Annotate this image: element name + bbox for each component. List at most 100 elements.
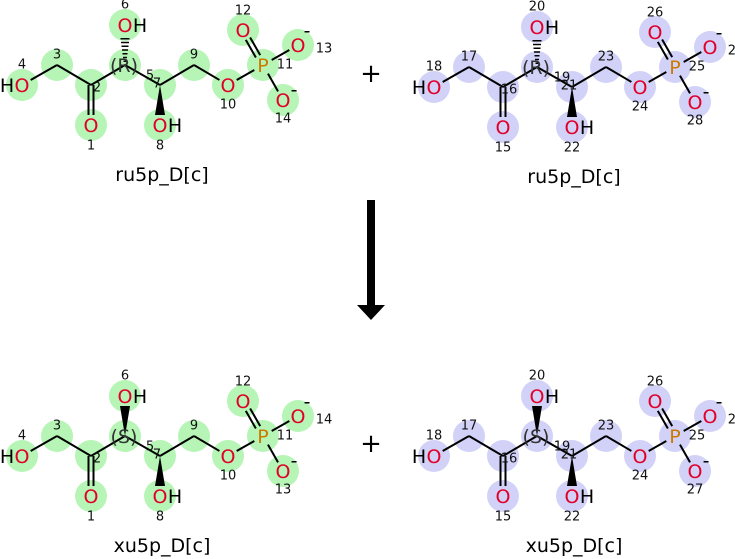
atom-highlight-circle	[487, 480, 519, 512]
oxygen-atom-label: O	[291, 35, 306, 57]
oxygen-atom-label: O	[276, 90, 291, 112]
atom-highlights	[418, 380, 726, 512]
oxygen-atom-label: O	[118, 386, 133, 408]
atom-number-label: 1	[87, 510, 95, 525]
reaction-arrow-shaft	[367, 200, 375, 306]
atom-number-label: 5	[146, 69, 154, 84]
double-bond-line	[656, 410, 669, 430]
atom-highlight-circle	[418, 71, 450, 103]
atom-number-label: 27	[728, 44, 735, 59]
bonds	[30, 406, 290, 486]
atom-number-label: 3	[53, 48, 61, 63]
single-bond-line	[536, 66, 573, 88]
atom-number-label: 20	[529, 369, 546, 384]
hydrogen-label: H	[412, 446, 426, 468]
bonds	[442, 38, 702, 117]
stereo-descriptor-label: (R)	[110, 55, 138, 77]
single-bond-line	[605, 66, 632, 83]
atom-highlight-circle	[624, 440, 656, 472]
atom-number-label: 17	[461, 50, 478, 65]
molecule-name-label: xu5p_D[c]	[526, 535, 623, 557]
atom-number-label: 10	[220, 469, 237, 484]
atom-number-label: 14	[275, 112, 292, 127]
oxygen-atom-label: O	[703, 37, 718, 59]
double-bond-line	[249, 407, 262, 427]
single-bond-line	[56, 435, 92, 457]
solid-wedge-bond	[567, 87, 577, 117]
atom-number-label: 15	[495, 141, 512, 156]
phosphorus-atom-label: P	[257, 55, 268, 77]
oxygen-atom-label: O	[427, 446, 442, 468]
single-bond-line	[267, 73, 279, 92]
oxygen-atom-label: O	[688, 461, 703, 483]
atom-highlight-circle	[144, 109, 176, 141]
single-bond-line	[571, 435, 607, 457]
atom-number-label: 1	[87, 139, 95, 154]
atom-number-label: 12	[235, 375, 252, 390]
bonds	[442, 406, 702, 486]
single-bond-line	[267, 444, 279, 463]
atom-number-label: 4	[18, 58, 26, 73]
atom-highlight-circle	[487, 111, 519, 143]
single-bond-line	[442, 435, 470, 452]
atom-number-label: 6	[121, 369, 129, 384]
hydrogen-label: H	[545, 17, 559, 39]
atom-number-label: 2	[93, 81, 101, 96]
atom-number-label: 16	[501, 452, 518, 467]
atom-number-label: 5	[146, 440, 154, 455]
reaction-arrow-head	[357, 305, 385, 320]
phosphorus-atom-label: P	[669, 426, 680, 448]
oxygen-atom-label: O	[236, 391, 251, 413]
single-bond-line	[159, 435, 195, 457]
atom-number-label: 27	[687, 483, 704, 498]
stereo-descriptor-label: (R)	[522, 57, 550, 79]
atom-highlight-circle	[6, 69, 38, 101]
atom-highlight-circle	[109, 9, 141, 41]
oxygen-atom-label: O	[221, 75, 236, 97]
hydrogen-label: H	[412, 77, 426, 99]
atom-number-label: 16	[501, 83, 518, 98]
double-bond-line	[661, 38, 674, 58]
oxygen-atom-label: O	[496, 117, 511, 139]
double-bond-line	[249, 36, 262, 56]
single-bond-line	[271, 420, 290, 432]
single-bond-line	[124, 64, 161, 86]
single-bond-line	[683, 51, 702, 63]
solid-wedge-bond	[567, 456, 577, 486]
single-bond-line	[442, 66, 470, 83]
atom-number-label: 24	[632, 100, 649, 115]
atom-number-label: 7	[153, 77, 161, 92]
single-bond-line	[679, 75, 691, 94]
atom-number-label: 18	[426, 429, 443, 444]
atom-highlight-circle	[521, 380, 553, 412]
atom-highlight-circle	[694, 400, 726, 432]
atom-number-label: 12	[235, 4, 252, 19]
solid-wedge-bond	[155, 456, 165, 486]
atom-highlight-circle	[694, 31, 726, 63]
atom-number-label: 25	[689, 60, 706, 75]
negative-charge-label: -	[291, 450, 298, 472]
oxygen-atom-label: O	[703, 406, 718, 428]
single-bond-line	[236, 440, 255, 452]
oxygen-atom-label: O	[633, 446, 648, 468]
solid-wedge-bond	[155, 85, 165, 115]
oxygen-atom-label: O	[427, 77, 442, 99]
single-bond-line	[468, 435, 504, 457]
single-bond-line	[502, 435, 538, 457]
double-bond-line	[661, 407, 674, 427]
atom-highlight-circle	[521, 11, 553, 43]
plus-sign: +	[360, 429, 382, 459]
atom-number-label: 18	[426, 60, 443, 75]
atom-number-label: 26	[647, 6, 664, 21]
atom-number-label: 22	[564, 141, 581, 156]
molecule-name-label: xu5p_D[c]	[114, 535, 211, 557]
atom-number-label: 23	[598, 419, 615, 434]
single-bond-line	[30, 64, 58, 81]
phosphorus-atom-label: P	[257, 426, 268, 448]
negative-charge-label: -	[304, 20, 311, 42]
